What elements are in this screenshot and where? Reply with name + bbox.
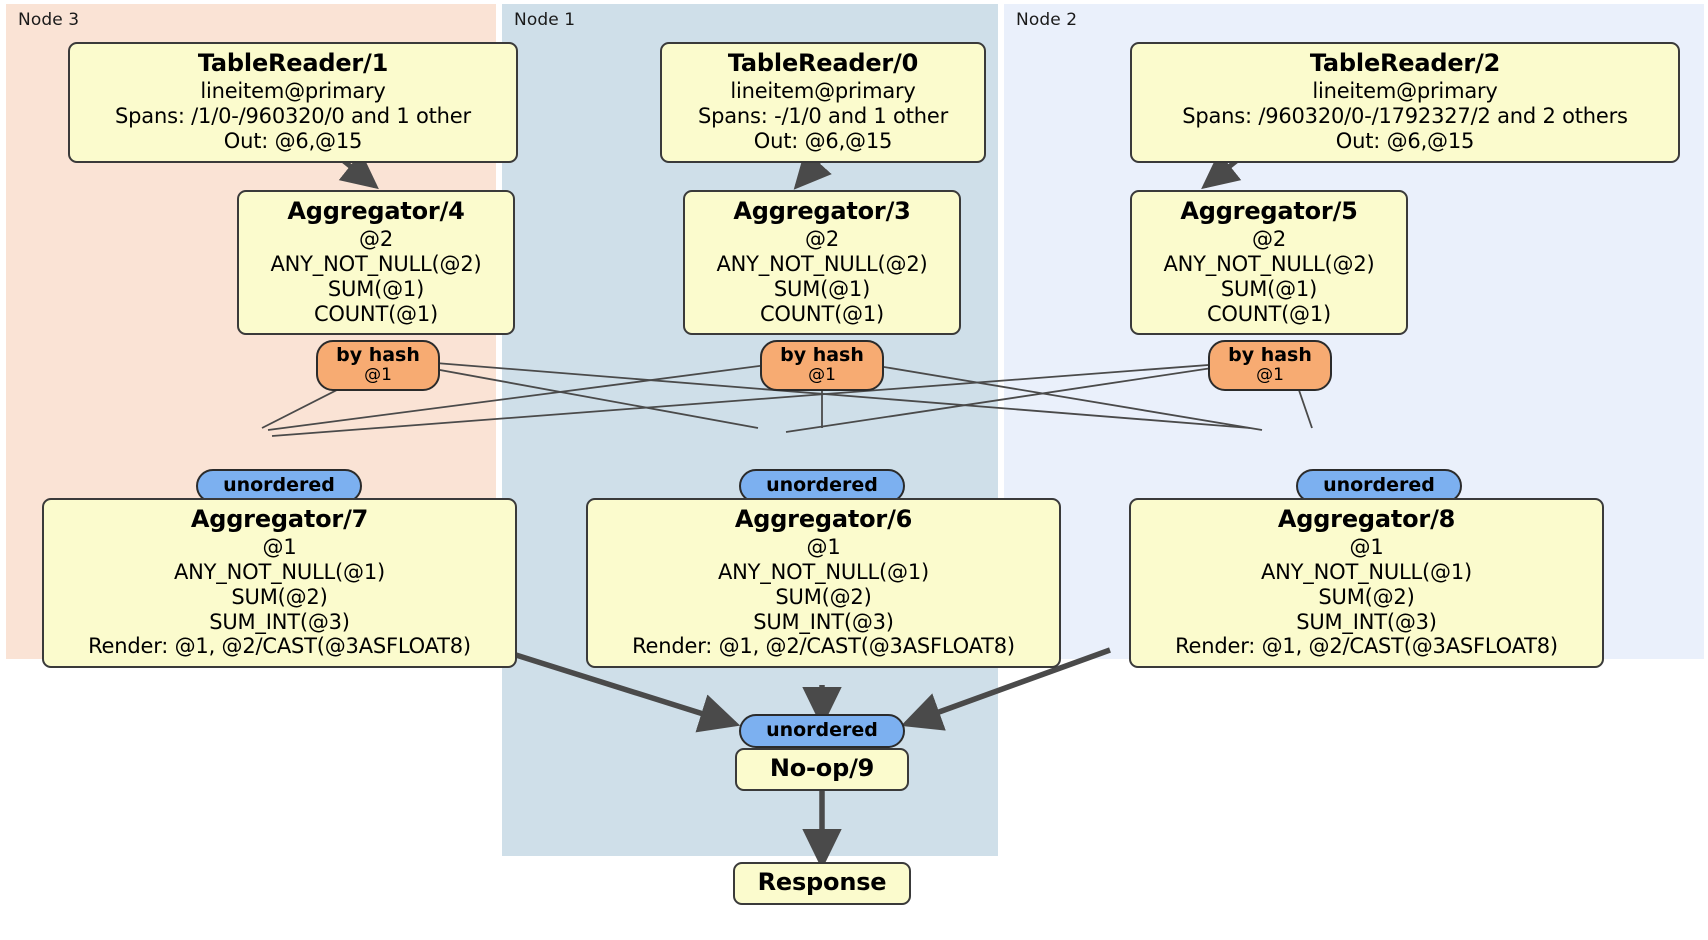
processor-line: Spans: -/1/0 and 1 other bbox=[697, 103, 949, 128]
processor-line: SUM(@1) bbox=[773, 276, 871, 301]
processor-line: ANY_NOT_NULL(@2) bbox=[270, 251, 482, 276]
processor-aggregator-3[interactable]: Aggregator/3 @2 ANY_NOT_NULL(@2) SUM(@1)… bbox=[683, 190, 961, 336]
processor-line: SUM(@2) bbox=[775, 584, 872, 609]
synchronizer-title: unordered bbox=[1323, 474, 1435, 496]
processor-line: SUM(@2) bbox=[1318, 584, 1415, 609]
processor-line: Render: @1, @2/CAST(@3ASFLOAT8) bbox=[1175, 634, 1558, 659]
processor-aggregator-8[interactable]: Aggregator/8 @1 ANY_NOT_NULL(@1) SUM(@2)… bbox=[1129, 498, 1604, 669]
processor-aggregator-4[interactable]: Aggregator/4 @2 ANY_NOT_NULL(@2) SUM(@1)… bbox=[237, 190, 515, 336]
processor-line: SUM(@1) bbox=[1220, 276, 1318, 301]
node-label-node2: Node 2 bbox=[1016, 10, 1078, 30]
processor-line: SUM(@2) bbox=[231, 584, 328, 609]
processor-line: SUM_INT(@3) bbox=[209, 609, 350, 634]
processor-aggregator-7[interactable]: Aggregator/7 @1 ANY_NOT_NULL(@1) SUM(@2)… bbox=[42, 498, 517, 669]
processor-line: lineitem@primary bbox=[200, 78, 386, 103]
processor-line: COUNT(@1) bbox=[1206, 301, 1332, 326]
processor-title: Aggregator/3 bbox=[733, 197, 911, 225]
processor-tablereader-0[interactable]: TableReader/0 lineitem@primary Spans: -/… bbox=[660, 42, 986, 163]
processor-line: lineitem@primary bbox=[730, 78, 916, 103]
router-title: by hash bbox=[780, 344, 864, 366]
processor-title: Aggregator/8 bbox=[1277, 505, 1456, 533]
router-title: by hash bbox=[336, 344, 420, 366]
processor-line: @1 bbox=[1349, 534, 1384, 559]
processor-line: SUM(@1) bbox=[327, 276, 425, 301]
processor-line: @2 bbox=[359, 226, 393, 251]
processor-line: @1 bbox=[806, 534, 841, 559]
processor-aggregator-5[interactable]: Aggregator/5 @2 ANY_NOT_NULL(@2) SUM(@1)… bbox=[1130, 190, 1408, 336]
processor-tablereader-1[interactable]: TableReader/1 lineitem@primary Spans: /1… bbox=[68, 42, 518, 163]
processor-line: Out: @6,@15 bbox=[223, 128, 363, 153]
processor-title: TableReader/2 bbox=[1309, 49, 1501, 77]
processor-line: Render: @1, @2/CAST(@3ASFLOAT8) bbox=[88, 634, 471, 659]
synchronizer-title: unordered bbox=[766, 719, 878, 741]
synchronizer-unordered-left[interactable]: unordered bbox=[196, 469, 362, 504]
processor-title: Aggregator/5 bbox=[1180, 197, 1358, 225]
processor-line: ANY_NOT_NULL(@1) bbox=[174, 559, 385, 584]
processor-line: Out: @6,@15 bbox=[753, 128, 893, 153]
processor-line: SUM_INT(@3) bbox=[753, 609, 894, 634]
processor-noop-9[interactable]: No-op/9 bbox=[735, 748, 909, 791]
processor-line: Render: @1, @2/CAST(@3ASFLOAT8) bbox=[632, 634, 1015, 659]
processor-title: TableReader/1 bbox=[197, 49, 389, 77]
processor-line: ANY_NOT_NULL(@1) bbox=[718, 559, 929, 584]
processor-line: @1 bbox=[262, 534, 297, 559]
processor-title: TableReader/0 bbox=[727, 49, 919, 77]
processor-line: COUNT(@1) bbox=[313, 301, 439, 326]
processor-line: @2 bbox=[805, 226, 839, 251]
node-label-node1: Node 1 bbox=[514, 10, 576, 30]
synchronizer-unordered-center[interactable]: unordered bbox=[739, 469, 905, 504]
processor-line: ANY_NOT_NULL(@1) bbox=[1261, 559, 1472, 584]
synchronizer-title: unordered bbox=[223, 474, 335, 496]
processor-title: Aggregator/4 bbox=[287, 197, 465, 225]
router-title: by hash bbox=[1228, 344, 1312, 366]
processor-line: ANY_NOT_NULL(@2) bbox=[716, 251, 928, 276]
processor-aggregator-6[interactable]: Aggregator/6 @1 ANY_NOT_NULL(@1) SUM(@2)… bbox=[586, 498, 1061, 669]
processor-line: lineitem@primary bbox=[1312, 78, 1498, 103]
processor-title: Aggregator/7 bbox=[190, 505, 369, 533]
synchronizer-unordered-final[interactable]: unordered bbox=[739, 714, 905, 749]
processor-line: @2 bbox=[1252, 226, 1286, 251]
node-label-node3: Node 3 bbox=[18, 10, 80, 30]
router-column: @1 bbox=[1256, 365, 1284, 386]
synchronizer-title: unordered bbox=[766, 474, 878, 496]
router-column: @1 bbox=[364, 365, 392, 386]
router-by-hash-left[interactable]: by hash @1 bbox=[316, 340, 440, 392]
processor-line: ANY_NOT_NULL(@2) bbox=[1163, 251, 1375, 276]
processor-response[interactable]: Response bbox=[733, 862, 911, 905]
processor-tablereader-2[interactable]: TableReader/2 lineitem@primary Spans: /9… bbox=[1130, 42, 1680, 163]
processor-title: No-op/9 bbox=[769, 754, 875, 782]
router-column: @1 bbox=[808, 365, 836, 386]
processor-line: Out: @6,@15 bbox=[1335, 128, 1475, 153]
router-by-hash-center[interactable]: by hash @1 bbox=[760, 340, 884, 392]
processor-line: Spans: /1/0-/960320/0 and 1 other bbox=[115, 103, 471, 128]
processor-line: COUNT(@1) bbox=[759, 301, 885, 326]
processor-line: SUM_INT(@3) bbox=[1296, 609, 1437, 634]
processor-title: Aggregator/6 bbox=[734, 505, 913, 533]
processor-line: Spans: /960320/0-/1792327/2 and 2 others bbox=[1182, 103, 1628, 128]
router-by-hash-right[interactable]: by hash @1 bbox=[1208, 340, 1332, 392]
processor-title: Response bbox=[757, 868, 887, 896]
